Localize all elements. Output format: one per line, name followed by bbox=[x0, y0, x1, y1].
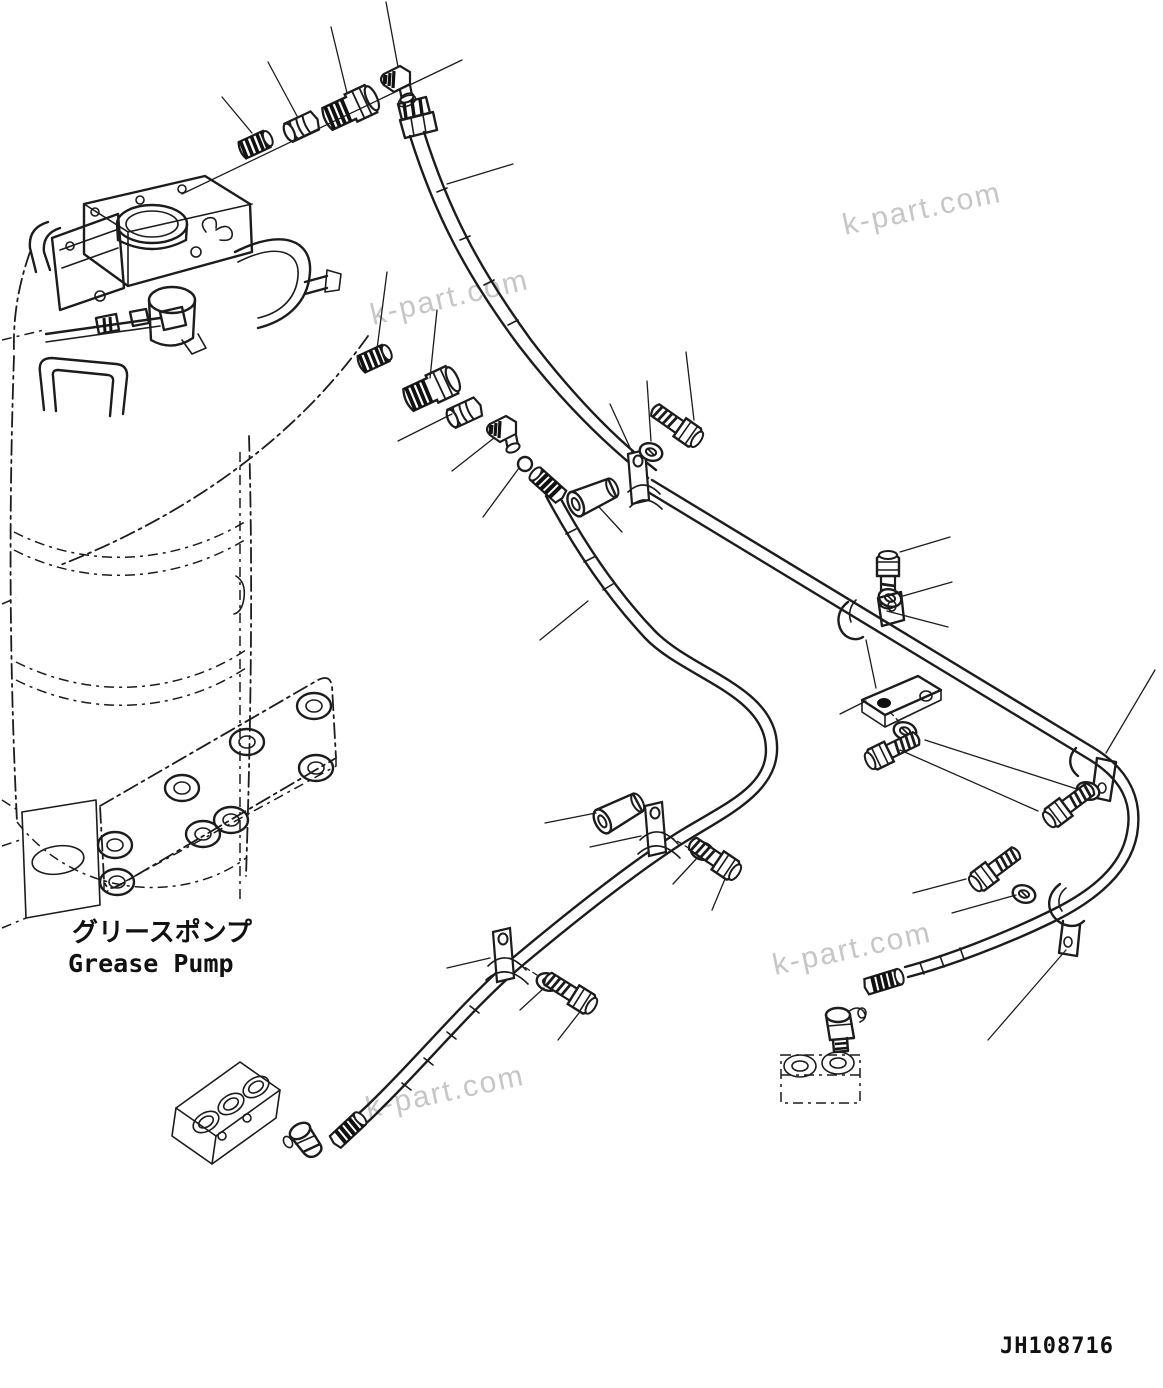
hose-end-fitting bbox=[860, 965, 908, 997]
leader-lines bbox=[181, 1, 1156, 1041]
o-ring bbox=[397, 94, 417, 108]
tube-clamp-assembly bbox=[964, 746, 1118, 958]
hose-end-fitting bbox=[326, 1108, 371, 1152]
mounting-plate bbox=[96, 677, 337, 897]
spacer-bushing bbox=[562, 472, 624, 521]
plate-washers bbox=[96, 691, 335, 897]
drawing-number: JH108716 bbox=[1000, 1334, 1114, 1359]
elbow-fitting bbox=[282, 1121, 323, 1159]
hose-clamp-assembly bbox=[485, 926, 602, 1019]
upper-grease-hose bbox=[396, 95, 658, 480]
gasket-plate bbox=[780, 1051, 861, 1104]
straight-fitting bbox=[316, 80, 385, 136]
watermark-text: k-part.com bbox=[770, 916, 935, 982]
watermark-text: k-part.com bbox=[367, 263, 532, 332]
grease-nipple-elbow bbox=[824, 1006, 867, 1054]
l-bracket bbox=[860, 674, 943, 717]
grease-pump-assembly bbox=[1, 174, 369, 605]
component-label-jp: グリースポンプ bbox=[72, 917, 253, 948]
rubber-clamp bbox=[837, 600, 865, 641]
straight-fitting bbox=[353, 340, 397, 376]
fittings-top-row bbox=[234, 64, 417, 162]
component-label-en: Grease Pump bbox=[68, 949, 234, 978]
mounting-bracket bbox=[1, 799, 101, 929]
tube-clamp-bracket bbox=[626, 398, 708, 510]
steel-grease-tube bbox=[646, 478, 1140, 997]
hose-clamp-assembly bbox=[588, 787, 746, 885]
labels: グリースポンプ Grease Pump JH108716 bbox=[68, 917, 1114, 1359]
elbow-fitting bbox=[485, 414, 523, 457]
fittings-middle-row bbox=[353, 340, 624, 521]
steel-ball bbox=[516, 455, 534, 473]
hex-bolt bbox=[860, 726, 925, 774]
watermark-text: k-part.com bbox=[840, 176, 1005, 242]
spacer-bushing bbox=[588, 787, 650, 838]
hex-bolt bbox=[645, 398, 708, 453]
hex-bolt bbox=[538, 966, 602, 1019]
rubber-clamp bbox=[1069, 746, 1080, 778]
straight-fitting bbox=[234, 126, 278, 162]
hex-bolt bbox=[683, 831, 746, 885]
manifold-block bbox=[171, 1061, 281, 1165]
spring-washer bbox=[1009, 881, 1039, 907]
tube-clamp-assembly bbox=[837, 549, 943, 774]
plug-fitting bbox=[280, 109, 323, 145]
lower-grease-hose bbox=[326, 488, 779, 1152]
watermark-text: k-part.com bbox=[363, 1059, 528, 1125]
strap-clamp bbox=[1048, 882, 1086, 958]
plug-fitting bbox=[443, 395, 486, 431]
